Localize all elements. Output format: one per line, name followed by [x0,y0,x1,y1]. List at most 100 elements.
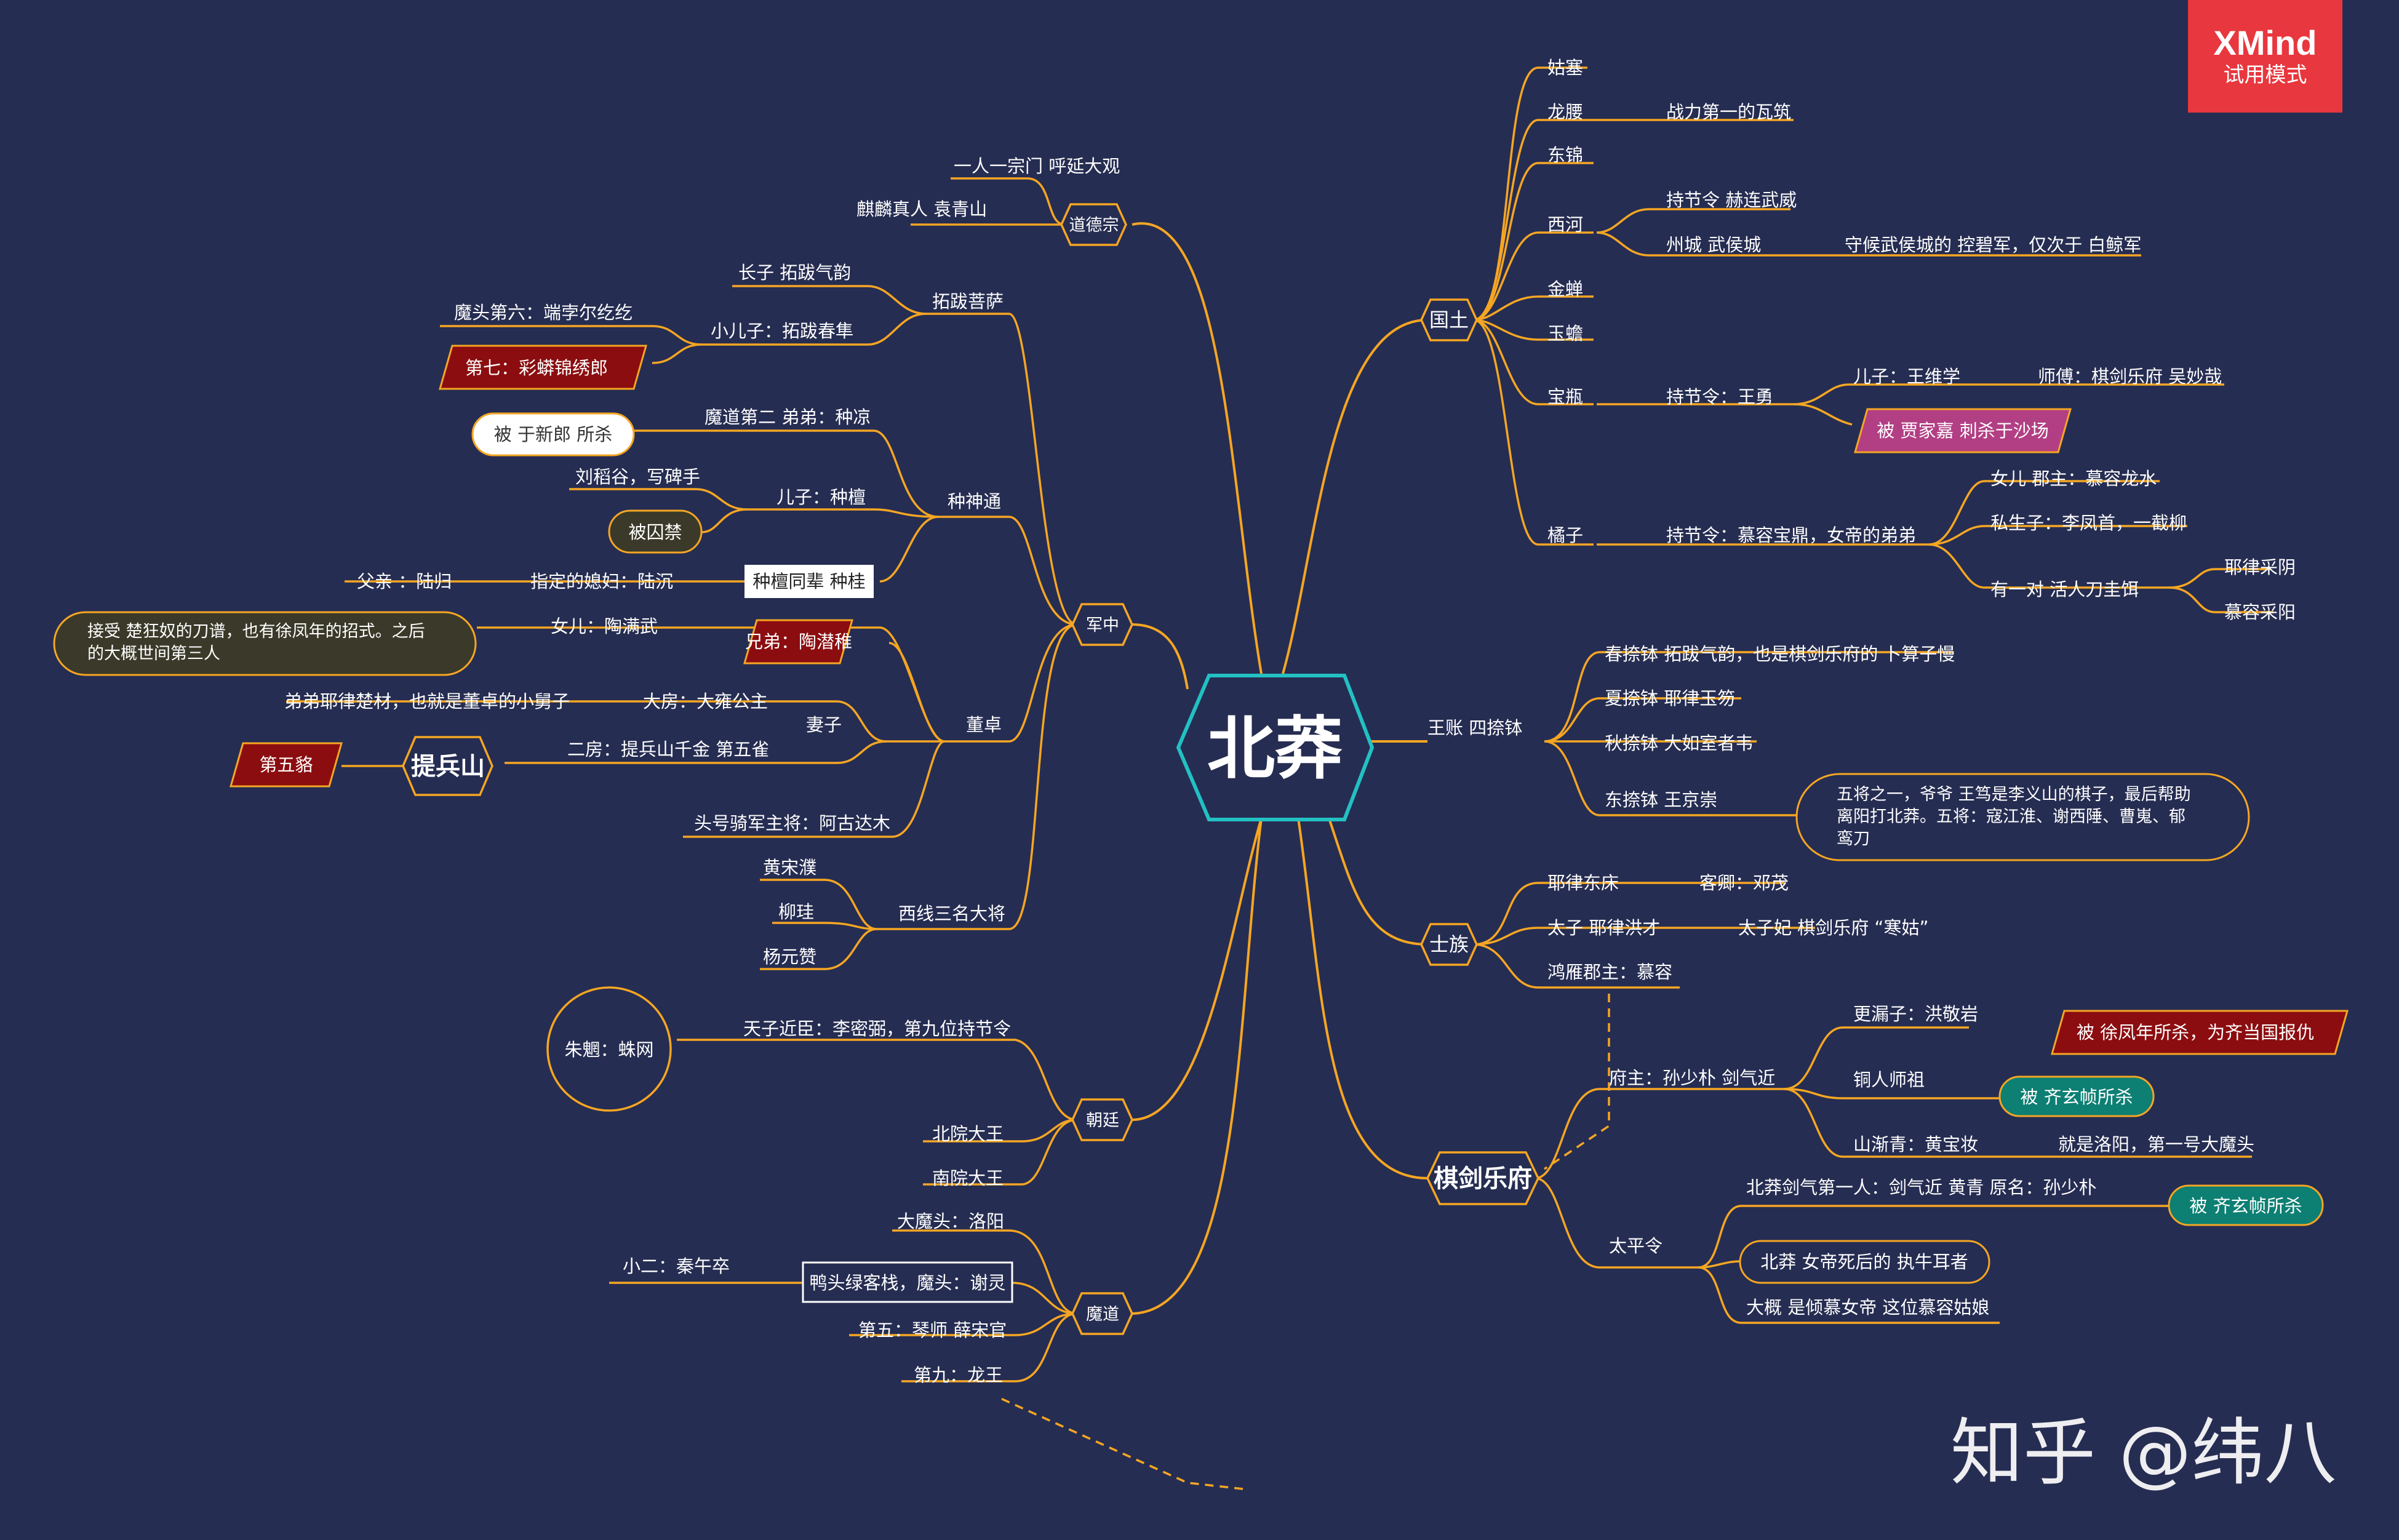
baoping-killed-tag[interactable]: 被 贾家嘉 刺杀于沙场 [1854,408,2072,453]
jz-zhong-a: 魔道第二 弟弟：种凉 [705,407,871,428]
shizu-c: 鸿雁郡主：慕容 [1547,962,1672,983]
guotu-baoping-master: 师傅：棋剑乐府 吴妙哉 [2038,366,2222,387]
modao-b-note: 小二：秦午卒 [623,1256,730,1277]
zhong-a-note-tag[interactable]: 被 于新郎 所杀 [471,412,635,457]
jz-dongzhuo: 董卓 [966,714,1002,735]
dong-note-line3: 鸾刀 [1837,829,1870,848]
jz-xixian: 西线三名大将 [898,903,1005,924]
chaoting-children: 天子近臣：李密弼，第九位持节令 北院大王 南院大王 [743,1018,1011,1189]
jz-dz-daughter: 女儿：陶满武 [551,616,658,637]
shizu-a: 耶律东床 [1547,872,1619,893]
zhuwang-circle[interactable]: 朱魍：蛛网 [546,986,672,1112]
wangzhang-dong-note[interactable]: 五将之一，爷爷 王笃是李义山的棋子，最后帮助 离阳打北莽。五将：寇江淮、谢西陲、… [1795,773,2250,861]
chaoting-a: 天子近臣：李密弼，第九位持节令 [743,1018,1011,1039]
xmind-brand: XMind [2213,23,2317,62]
branch-guotu-node[interactable]: 国土 [1420,298,1478,341]
qijian-t-a: 北莽剑气第一人：剑气近 黄青 原名：孙少朴 [1746,1177,2096,1198]
branch-modao-node[interactable]: 魔道 [1071,1292,1133,1335]
jz-zhong-b1: 刘稻谷，写碑手 [575,466,700,487]
shizu-children: 耶律东床 客卿：邓茂 太子 耶律洪才 太子妃 棋剑乐府 “寒姑” 鸿雁郡主：慕容 [1547,872,1929,983]
daode-a: 一人一宗门 呼延大观 [954,156,1120,177]
branch-daode-node[interactable]: 道德宗 [1060,203,1127,246]
root-title: 北莽 [1207,709,1343,788]
guotu-xihe: 西河 [1547,214,1583,235]
tongren-note-tag[interactable]: 被 齐玄帧所杀 [1998,1075,2155,1117]
guotu-longyao-note: 战力第一的瓦筑 [1666,102,1791,122]
qijian-tongren: 铜人师祖 [1853,1069,1925,1090]
zhong-b2-tag[interactable]: 被囚禁 [608,509,703,554]
guotu-juzi-a: 持节令：慕容宝鼎，女帝的弟弟 [1666,525,1916,546]
modao-b-text: 鸭头绿客栈，魔头：谢灵 [809,1272,1005,1293]
guotu-baoping-son: 儿子：王维学 [1853,366,1960,387]
jz-tuoba-b1: 魔头第六：端孛尔纥纥 [454,302,633,323]
guotu-baoping-a: 持节令：王勇 [1666,386,1773,407]
tibingshan-label: 提兵山 [411,752,485,781]
jz-xixian-b: 柳珪 [778,901,814,922]
wangzhang-xia: 夏捺钵 耶律玉笏 [1605,688,1735,709]
jz-zhong: 种神通 [948,491,1001,512]
zhong-b2-text: 被囚禁 [628,522,682,543]
guotu-longyao: 龙腰 [1547,102,1583,122]
zhong-c-text: 种檀同辈 种桂 [752,571,865,592]
branch-shizu: 士族 [1429,933,1469,956]
guotu-jinchan: 金蝉 [1547,279,1583,300]
branch-junzhong-node[interactable]: 军中 [1071,603,1133,646]
diwu-text: 第五貉 [259,754,313,775]
tibingshan-node[interactable]: 提兵山 [402,736,493,796]
modao-d: 第九：龙王 [914,1365,1003,1386]
guotu-juzi-pair-b: 慕容采阳 [2224,602,2296,623]
diwu-tag[interactable]: 第五貉 [230,742,343,788]
qijian-t-c: 大概 是倾慕女帝 这位慕容姑娘 [1746,1297,1989,1318]
tuoba-b2-tag[interactable]: 第七：彩蟒锦绣郎 [439,345,647,390]
guotu-xihe-b-note: 守候武侯城的 控碧军，仅次于 白鲸军 [1845,234,2141,255]
t-a-note-text: 被 齐玄帧所杀 [2189,1195,2302,1216]
zhihu-watermark: 知乎 @纬八 [1950,1410,2337,1495]
jz-dz-wife-a: 大房：大雍公主 [643,691,768,712]
branch-chaoting-node[interactable]: 朝廷 [1071,1098,1133,1141]
junzhong-children: 拓跋菩萨 长子 拓跋气韵 小儿子：拓跋春隼 魔头第六：端孛尔纥纥 种神通 魔道第… [284,262,1005,967]
wangzhang-label: 王账 四捺钵 [1427,717,1522,738]
daode-children: 一人一宗门 呼延大观 麒麟真人 袁青山 [856,156,1120,220]
qijian-gengloui: 更漏子：洪敬岩 [1853,1003,1978,1024]
t-a-note-tag[interactable]: 被 齐玄帧所杀 [2168,1184,2324,1226]
jz-zhong-b: 儿子：种檀 [776,487,866,508]
qijian-fuzhu: 府主：孙少朴 剑气近 [1609,1067,1775,1088]
jz-tuoba: 拓跋菩萨 [932,291,1004,312]
t-b-tag[interactable]: 北莽 女帝死后的 执牛耳者 [1739,1240,1990,1284]
svg-text:接受 楚狂奴的刀谱，也有徐凤年的招式。之后 的: 接受 楚狂奴的刀谱，也有徐凤年的招式。之后 的大概世间第三人 [87,622,430,663]
jz-xixian-a: 黄宋濮 [763,857,816,878]
zhong-c-tag[interactable]: 种檀同辈 种桂 [744,565,874,598]
guotu-juzi-pair: 有一对 活人刀圭饵 [1990,579,2139,600]
branch-junzhong: 军中 [1086,616,1119,635]
jz-dz-wife-b: 二房：提兵山千金 第五雀 [567,739,769,760]
qijian-shanjianqing-note: 就是洛阳，第一号大魔头 [2058,1134,2254,1155]
guotu-juzi: 橘子 [1547,525,1583,546]
qijian-shanjianqing: 山渐青：黄宝妆 [1853,1134,1978,1155]
root-node[interactable]: 北莽 [1176,674,1375,821]
zhong-a-note-text: 被 于新郎 所杀 [494,424,612,445]
branch-daode: 道德宗 [1069,216,1119,235]
xmind-trial-badge[interactable]: XMind 试用模式 [2188,0,2342,113]
guotu-yuchan: 玉蟾 [1547,323,1583,344]
jz-dz-cav: 头号骑军主将：阿古达木 [694,813,890,834]
dz-brother-tag[interactable]: 兄弟：陶潜稚 [743,619,853,664]
shizu-b: 太子 耶律洪才 [1547,917,1660,938]
branch-shizu-node[interactable]: 士族 [1420,923,1478,966]
wangzhang-children: 王账 四捺钵 春捺钵 拓跋气韵，也是棋剑乐府的 卜算子慢 夏捺钵 耶律玉笏 秋捺… [1427,644,1955,810]
branch-modao: 魔道 [1086,1305,1119,1324]
guotu-children: 姑塞 龙腰 战力第一的瓦筑 东锦 西河 持节令 赫连武威 州城 武侯城 守候武侯… [1547,57,2296,623]
jz-zhong-c2: 父亲 ：陆归 [357,571,452,592]
xmind-mode: 试用模式 [2223,63,2307,87]
branch-guotu: 国土 [1429,308,1469,332]
branch-qijian-node[interactable]: 棋剑乐府 [1426,1151,1539,1205]
guotu-gusai: 姑塞 [1547,57,1583,78]
zhuwang-text: 朱魍：蛛网 [564,1039,653,1060]
baoping-killed-text: 被 贾家嘉 刺杀于沙场 [1877,420,2048,441]
dz-daughter-note[interactable]: 接受 楚狂奴的刀谱，也有徐凤年的招式。之后 的大概世间第三人 [53,611,477,676]
wangzhang-qiu: 秋捺钵 大如室者韦 [1605,733,1753,754]
modao-b-tag[interactable]: 鸭头绿客栈，魔头：谢灵 [802,1261,1013,1303]
gengloui-note-tag[interactable]: 被 徐凤年所杀，为齐当国报仇 [2051,1010,2349,1055]
dz-brother-text: 兄弟：陶潜稚 [745,631,852,652]
